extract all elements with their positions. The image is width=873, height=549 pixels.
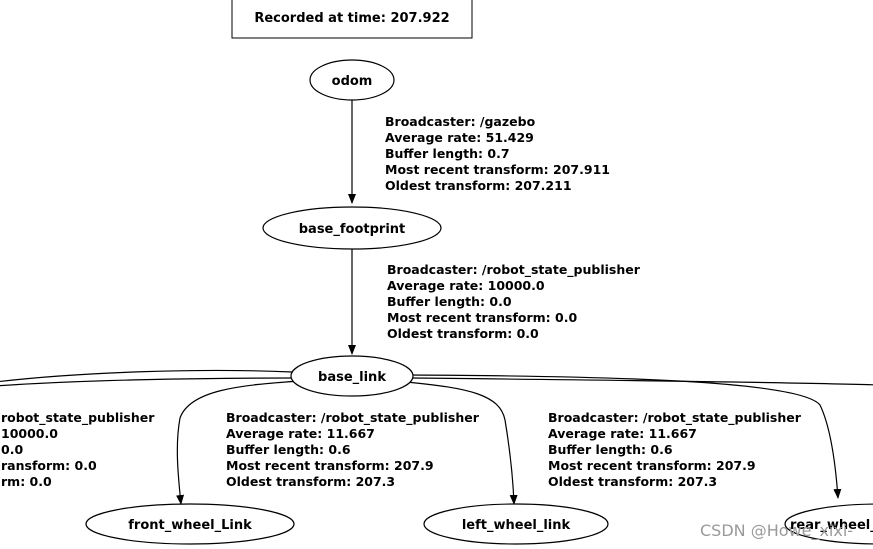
edge-label-line: Average rate: 11.667: [226, 426, 375, 441]
edge-label-line: Oldest transform: 207.3: [548, 474, 717, 489]
edge-label-link-to-offscreen: robot_state_publisher 10000.0 0.0 ransfo…: [1, 410, 155, 489]
title-text: Recorded at time: 207.922: [254, 11, 449, 26]
edge-base-link-to-rear-wheel: [409, 374, 842, 499]
node-odom-label: odom: [332, 74, 373, 89]
edge-label-line: Most recent transform: 0.0: [387, 310, 577, 325]
edge-base-link-to-offscreen-right: [411, 377, 873, 386]
node-base-link[interactable]: base_link: [290, 355, 414, 397]
edge-label-link-to-left-wheel: Broadcaster: /robot_state_publisher Aver…: [548, 410, 802, 489]
edge-label-line: Oldest transform: 207.211: [385, 178, 572, 193]
edge-label-line: Broadcaster: /robot_state_publisher: [387, 262, 641, 278]
edge-label-link-to-front-wheel: Broadcaster: /robot_state_publisher Aver…: [226, 410, 480, 489]
edge-label-line: robot_state_publisher: [1, 410, 155, 426]
edge-label-line: Broadcaster: /robot_state_publisher: [226, 410, 480, 426]
node-left-wheel-link-label: left_wheel_link: [462, 518, 571, 533]
edge-label-line: Average rate: 51.429: [385, 130, 534, 145]
edge-base-link-to-front-wheel: [176, 380, 301, 505]
edge-base-link-to-offscreen-left: [0, 369, 295, 387]
edge-label-line: ransform: 0.0: [1, 458, 97, 473]
node-left-wheel-link[interactable]: left_wheel_link: [423, 503, 609, 545]
edge-label-line: Most recent transform: 207.911: [385, 162, 610, 177]
edge-base-link-to-left-wheel: [405, 381, 518, 505]
watermark-text: CSDN @Howe_xixi-: [700, 521, 853, 541]
edge-label-line: Average rate: 11.667: [548, 426, 697, 441]
edge-label-line: 10000.0: [1, 426, 58, 441]
edge-label-line: Oldest transform: 207.3: [226, 474, 395, 489]
node-base-footprint-label: base_footprint: [299, 222, 406, 237]
node-base-footprint[interactable]: base_footprint: [262, 206, 442, 250]
node-front-wheel-link-label: front_wheel_Link: [128, 518, 252, 533]
node-base-link-label: base_link: [318, 370, 386, 385]
edge-label-line: Buffer length: 0.6: [548, 442, 673, 457]
edge-label-line: Broadcaster: /gazebo: [385, 114, 536, 129]
node-front-wheel-link[interactable]: front_wheel_Link: [85, 503, 295, 545]
node-rear-wheel-link-label: rear_wheel_L: [790, 518, 873, 533]
edge-label-line: Buffer length: 0.7: [385, 146, 510, 161]
node-rear-wheel-link[interactable]: rear_wheel_L: [784, 503, 873, 545]
edge-label-odom-to-footprint: Broadcaster: /gazebo Average rate: 51.42…: [385, 114, 610, 193]
edge-label-line: Buffer length: 0.6: [226, 442, 351, 457]
node-odom[interactable]: odom: [309, 59, 395, 101]
title-box: Recorded at time: 207.922: [231, 0, 473, 39]
edge-label-line: Oldest transform: 0.0: [387, 326, 539, 341]
edge-label-line: 0.0: [1, 442, 23, 457]
edge-label-line: Buffer length: 0.0: [387, 294, 512, 309]
edge-label-footprint-to-link: Broadcaster: /robot_state_publisher Aver…: [387, 262, 641, 341]
edge-label-line: Broadcaster: /robot_state_publisher: [548, 410, 802, 426]
edge-label-line: Most recent transform: 207.9: [548, 458, 756, 473]
edge-label-line: rm: 0.0: [1, 474, 52, 489]
edge-label-line: Most recent transform: 207.9: [226, 458, 434, 473]
edge-label-line: Average rate: 10000.0: [387, 278, 545, 293]
